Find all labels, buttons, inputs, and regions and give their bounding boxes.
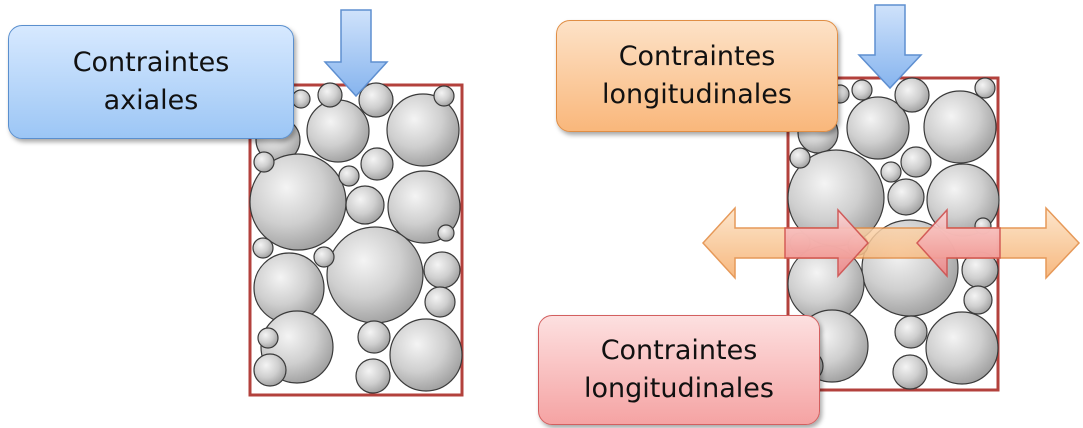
callout-axial-line2: axiales (103, 85, 199, 116)
outward-double-arrow-icon (701, 206, 1081, 280)
grain-9 (880, 161, 902, 183)
grain-14 (326, 226, 424, 324)
inward-arrow-left-icon (915, 208, 1001, 278)
axial-stress-callout: Contraintes axiales (8, 25, 294, 139)
grain-21 (389, 318, 463, 392)
grain-13 (253, 151, 275, 173)
grain-4 (894, 77, 930, 113)
longitudinal-arrow-down-icon (857, 4, 923, 90)
grain-4 (358, 82, 394, 118)
grain-25 (355, 358, 391, 394)
grain-17 (423, 251, 461, 289)
grain-12 (291, 89, 311, 109)
inward-arrow-right-icon (784, 208, 870, 278)
grain-20 (357, 320, 391, 354)
callout-bottom-line2: longitudinales (584, 373, 774, 404)
grain-1 (306, 99, 370, 163)
longitudinal-stress-callout-top: Contraintes longitudinales (556, 20, 838, 132)
grain-21 (925, 311, 999, 385)
grain-24 (253, 353, 287, 387)
grain-11 (974, 77, 996, 99)
grain-16 (252, 237, 274, 259)
grain-5 (900, 146, 932, 178)
grain-8 (345, 185, 385, 225)
grain-23 (257, 327, 279, 349)
grain-8 (887, 178, 925, 216)
grain-10 (317, 82, 343, 108)
grain-2 (386, 93, 460, 167)
grain-13 (789, 147, 811, 169)
callout-top-line1: Contraintes (618, 41, 776, 72)
callout-bottom-line1: Contraintes (600, 335, 758, 366)
grain-26 (437, 224, 455, 242)
grain-9 (338, 165, 360, 187)
grain-18 (313, 246, 335, 268)
grain-10 (851, 79, 873, 101)
grain-5 (360, 147, 394, 181)
grain-2 (923, 90, 997, 164)
longitudinal-stress-callout-bottom: Contraintes longitudinales (538, 315, 820, 425)
grain-20 (894, 315, 928, 349)
grain-25 (892, 354, 928, 390)
grain-1 (846, 96, 910, 160)
grain-11 (433, 85, 455, 107)
callout-axial-line1: Contraintes (72, 47, 230, 78)
axial-arrow-down-icon (323, 9, 389, 98)
grain-7 (387, 170, 461, 244)
grain-22 (424, 286, 456, 318)
grain-22 (963, 285, 993, 315)
callout-top-line2: longitudinales (602, 79, 792, 110)
